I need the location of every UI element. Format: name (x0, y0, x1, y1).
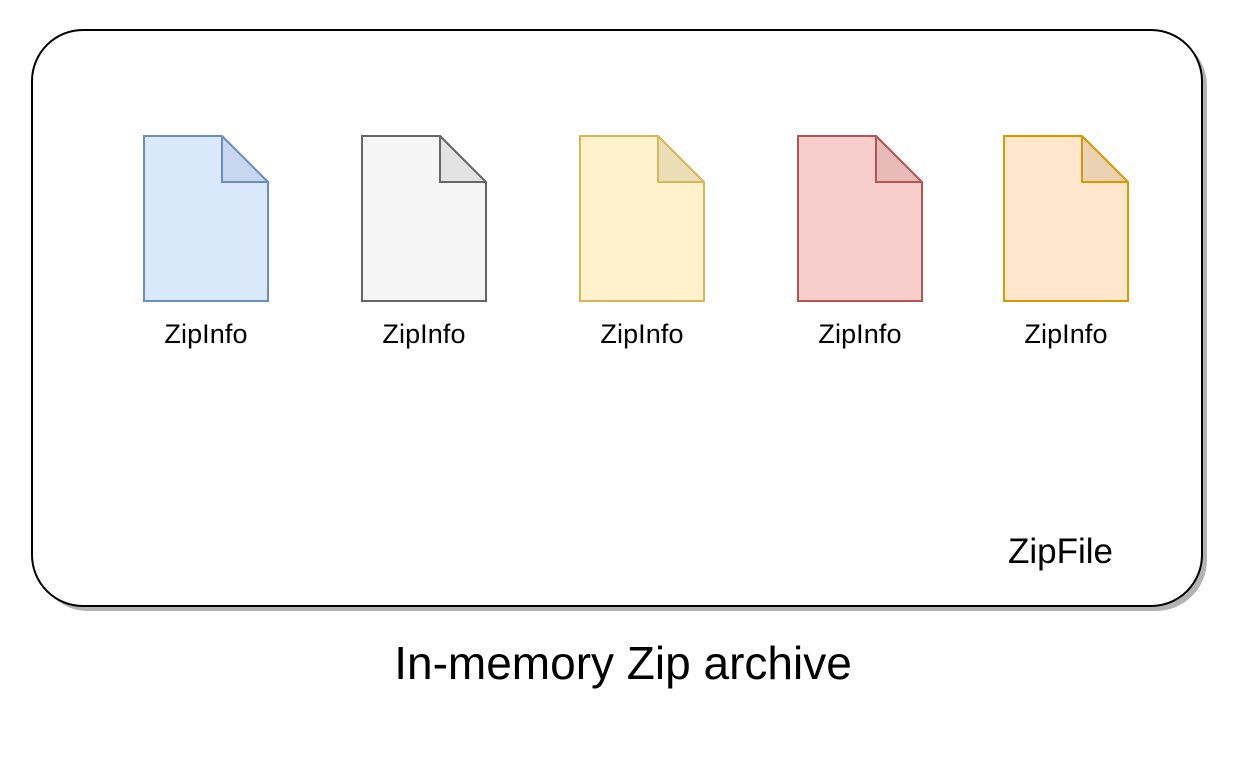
zipinfo-item[interactable]: ZipInfo (1003, 135, 1129, 349)
zipinfo-label: ZipInfo (164, 319, 248, 349)
diagram-caption: In-memory Zip archive (394, 637, 852, 689)
zipinfo-row: ZipInfo ZipInfo ZipInfo (143, 135, 1143, 375)
document-icon (579, 135, 705, 302)
document-fold (221, 135, 269, 183)
document-body (143, 135, 269, 302)
zipinfo-label: ZipInfo (382, 319, 466, 349)
zipinfo-label: ZipInfo (1024, 319, 1108, 349)
zipinfo-item[interactable]: ZipInfo (143, 135, 269, 349)
document-body (797, 135, 923, 302)
document-body (361, 135, 487, 302)
zipinfo-item[interactable]: ZipInfo (579, 135, 705, 349)
document-icon (797, 135, 923, 302)
document-fold (875, 135, 923, 183)
document-fold (1081, 135, 1129, 183)
zipinfo-label: ZipInfo (600, 319, 684, 349)
document-icon (1003, 135, 1129, 302)
zipinfo-label: ZipInfo (818, 319, 902, 349)
document-body (579, 135, 705, 302)
document-fold (439, 135, 487, 183)
zipinfo-item[interactable]: ZipInfo (361, 135, 487, 349)
zipfile-container[interactable]: ZipInfo ZipInfo ZipInfo (31, 29, 1203, 607)
document-fold (657, 135, 705, 183)
zipfile-label: ZipFile (1007, 532, 1113, 571)
document-body (1003, 135, 1129, 302)
zipinfo-item[interactable]: ZipInfo (797, 135, 923, 349)
document-icon (361, 135, 487, 302)
document-icon (143, 135, 269, 302)
